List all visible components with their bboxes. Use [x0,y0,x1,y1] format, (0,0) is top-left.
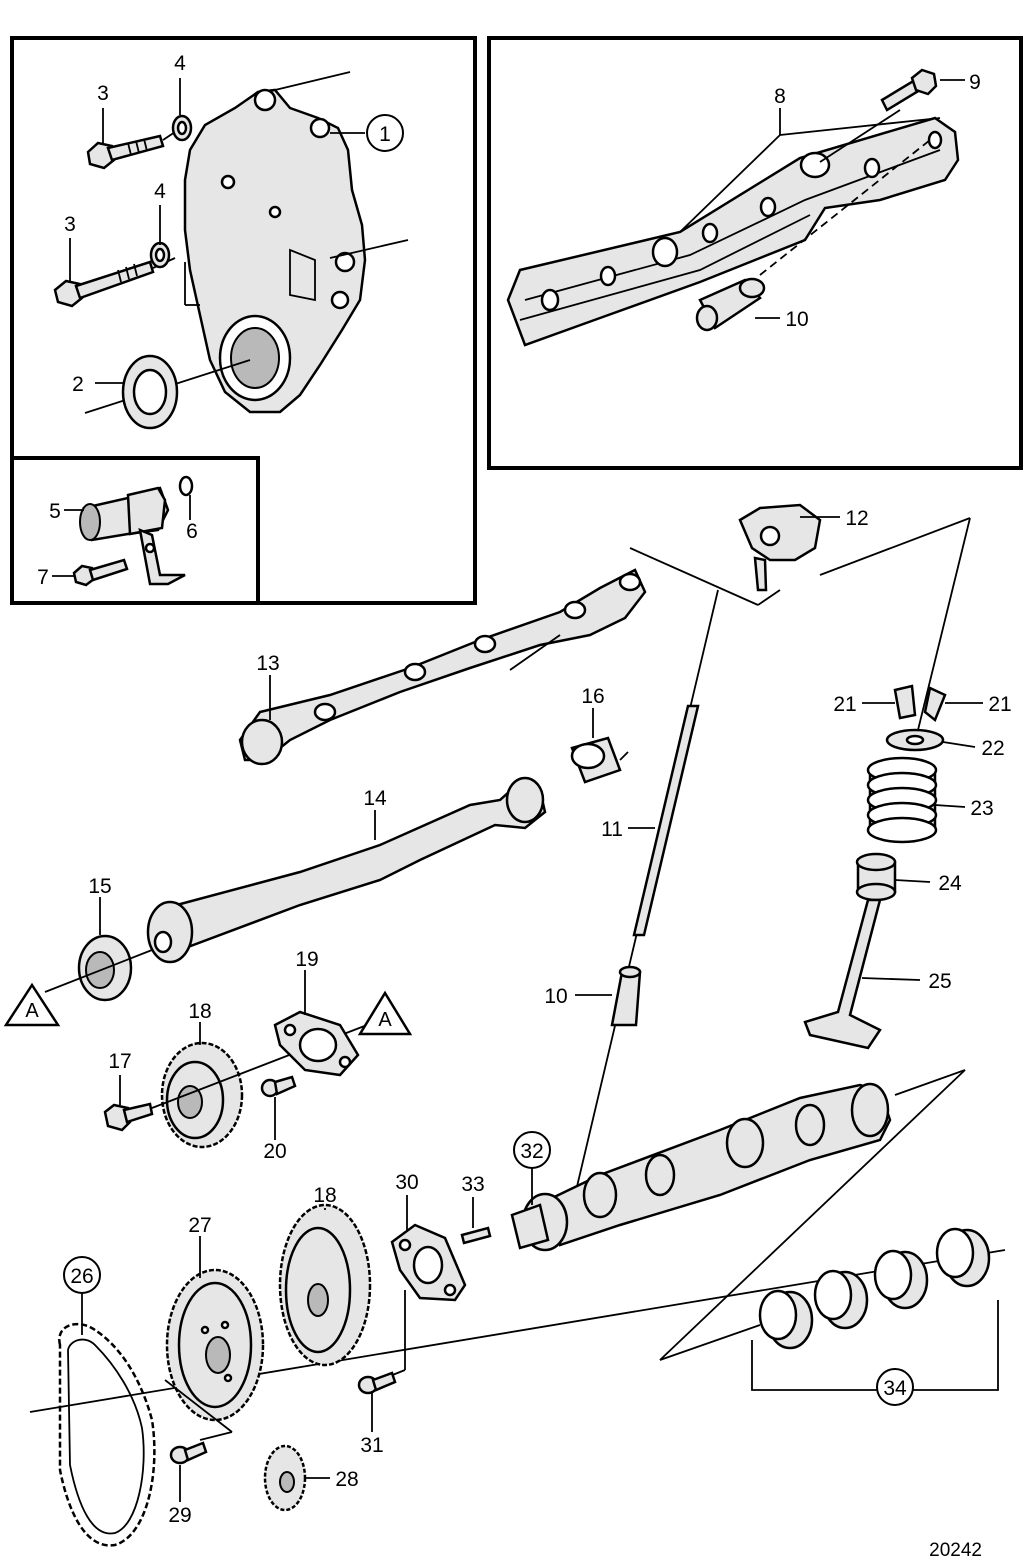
hydraulic-lifter-upper [695,277,766,332]
valve-spring-retainer [885,728,945,752]
callout-21-left: 21 [833,693,856,716]
sensor-o-ring [178,475,194,497]
callout-21-right: 21 [988,693,1011,716]
svg-text:A: A [378,1009,392,1031]
callout-18-upper: 18 [188,1000,211,1023]
camshaft-gear [278,1203,372,1367]
callout-15: 15 [88,875,111,898]
callout-3-upper: 3 [97,82,109,105]
callout-16: 16 [581,685,604,708]
callout-30: 30 [395,1171,418,1194]
thrust-plate [273,1010,360,1077]
washer-upper [171,114,193,142]
cover-bolt-lower [53,257,176,308]
callout-10-lower: 10 [544,985,567,1008]
callout-29: 29 [168,1504,191,1527]
crank-seal [121,354,179,430]
valve [803,898,882,1050]
balance-shaft-gear [160,1041,244,1149]
camshaft-sensor [79,486,186,586]
guide-bolt [880,68,938,112]
callout-13: 13 [256,652,279,675]
svg-text:A: A [25,1000,39,1022]
callout-4-upper: 4 [174,52,186,75]
timing-cover [183,88,367,414]
callout-circle-26 [63,1256,101,1294]
callout-labels: 1 2 3 3 4 4 5 6 7 8 9 10 10 11 12 13 14 … [37,52,1012,1527]
sensor-frame [10,456,260,605]
callout-34: 34 [883,1377,907,1400]
valve-keeper-left [893,684,917,720]
callout-8: 8 [774,85,786,108]
callout-31: 31 [360,1434,383,1457]
balance-shaft [146,776,547,964]
cover-bolt-upper [86,131,176,170]
leader-lines [52,78,983,1502]
reference-a-right: A [357,990,413,1036]
crank-sprocket [263,1444,307,1512]
hydraulic-lifter-lower [610,965,642,1027]
callout-23: 23 [970,797,993,820]
camshaft-sprocket [165,1268,265,1422]
callout-10-upper: 10 [785,308,808,331]
callout-14: 14 [363,787,387,810]
callout-28: 28 [335,1468,358,1491]
lifter-guide [506,116,960,347]
callout-18-lower: 18 [313,1184,336,1207]
callout-17: 17 [108,1050,131,1073]
camshaft-bearings [758,1227,991,1350]
timing-chain [58,1322,156,1547]
callout-2: 2 [72,373,84,396]
gear-bolt [103,1102,154,1132]
callout-circle-34b [876,1368,914,1406]
callout-32: 32 [520,1140,543,1163]
callout-27: 27 [188,1214,211,1237]
callout-19: 19 [295,948,318,971]
drawing-number: 20242 [929,1540,982,1561]
callout-circle-32 [513,1131,551,1169]
sprocket-bolt [169,1441,208,1465]
plate-bolt [260,1075,297,1098]
camshaft-thrust-plate [390,1223,467,1302]
valve-stem-seal [855,852,897,902]
callout-12: 12 [845,507,868,530]
woodruff-key [460,1226,492,1245]
callout-25: 25 [928,970,951,993]
reference-a-left: A [3,982,61,1027]
callout-5: 5 [49,500,61,523]
rocker-bridge [238,568,647,766]
callout-33: 33 [461,1173,484,1196]
callout-22: 22 [981,737,1004,760]
balance-shaft-bushing [570,736,622,784]
callout-24: 24 [938,872,962,895]
callout-11: 11 [601,818,623,841]
callout-26: 26 [70,1265,93,1288]
camshaft-nose [510,1203,550,1250]
callout-4-lower: 4 [154,180,166,203]
callout-9: 9 [969,71,981,94]
pushrod [632,704,700,937]
rocker-arm [738,503,822,592]
sensor-bolt [72,558,129,587]
callout-circle-1 [366,114,404,152]
callout-6: 6 [186,520,198,543]
callout-3-lower: 3 [64,213,76,236]
callout-20: 20 [263,1140,286,1163]
lifter-guide-frame [487,36,1023,470]
valve-keeper-right [923,686,947,723]
thrust-plate-bolt [357,1371,397,1395]
callout-1: 1 [379,123,391,146]
valve-spring [866,756,938,844]
camshaft [521,1082,892,1252]
washer-lower [149,241,171,269]
callout-7: 7 [37,566,49,589]
